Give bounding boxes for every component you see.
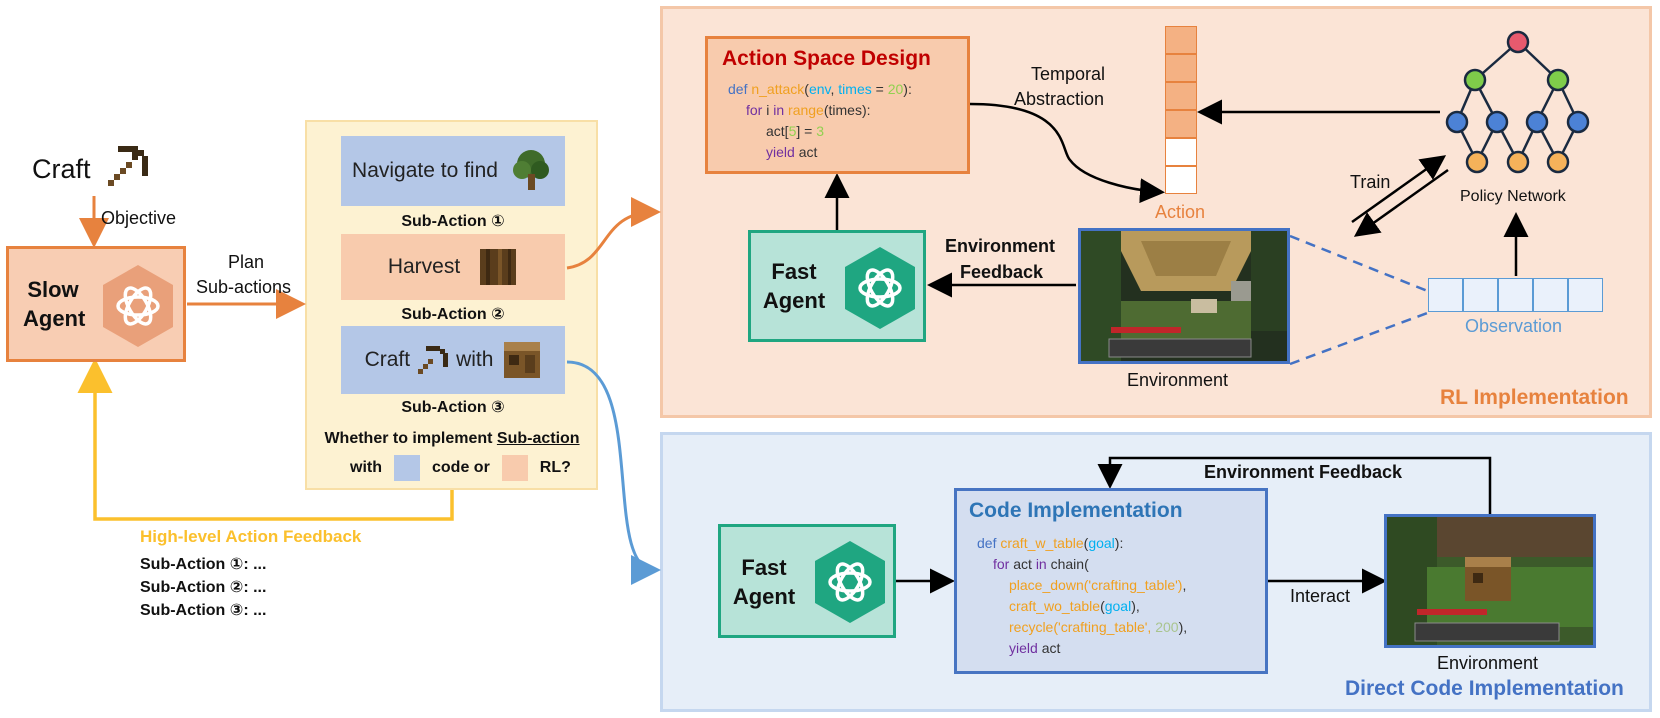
observation-cell — [1428, 278, 1463, 312]
code-implementation-code: def craft_w_table(goal):for act in chain… — [977, 535, 1188, 656]
implementation-legend: with code or RL? — [350, 455, 571, 481]
tree-icon — [512, 150, 549, 190]
observation-label: Observation — [1465, 316, 1563, 336]
rl-branch-arrow — [566, 197, 661, 270]
code-env-feedback-label: Environment Feedback — [1204, 462, 1403, 482]
observation-cell — [1533, 278, 1568, 312]
sub-action-2-text: Harvest — [387, 255, 461, 278]
dashed-line-bottom — [1289, 310, 1431, 366]
temporal-label-2: Abstraction — [1014, 89, 1105, 109]
plan-label-2: Sub-actions — [196, 277, 292, 297]
policy-network-nodes — [1445, 30, 1590, 174]
sub-action-3-box: Craft with — [341, 326, 565, 394]
policy-network-graph — [1455, 41, 1580, 163]
code-branch-arrow — [566, 360, 661, 585]
implementation-question: Whether to implement Sub-action — [324, 430, 580, 447]
code-environment-image — [1384, 514, 1596, 648]
code-implementation-box: Code Implementation def craft_w_table(go… — [954, 488, 1268, 674]
code-implementation-title: Code Implementation — [969, 499, 1183, 522]
observation-cell — [1498, 278, 1533, 312]
fast-agent-code-logo-icon — [815, 541, 885, 623]
env-feedback-label-1: Environment — [945, 236, 1056, 256]
sub-action-2-label: Sub-Action ② — [401, 306, 505, 323]
code-env-feedback-arrow — [1097, 456, 1492, 514]
train-label: Train — [1350, 172, 1391, 192]
craft-label: Craft — [32, 154, 91, 184]
code-panel-title: Direct Code Implementation — [1345, 677, 1624, 700]
sub-action-3-label: Sub-Action ③ — [401, 399, 505, 416]
interact-label: Interact — [1290, 586, 1351, 606]
sub-action-1-text: Navigate to find — [352, 159, 498, 182]
train-arrow-up — [1351, 155, 1447, 224]
action-cell — [1165, 54, 1197, 82]
rl-environment-label: Environment — [1127, 370, 1229, 390]
sub-action-1-box: Navigate to find — [341, 136, 565, 206]
action-space-code: def n_attack(env, times = 20):for i in r… — [728, 81, 912, 160]
pickaxe-icon — [108, 146, 148, 186]
rl-color-swatch — [501, 455, 528, 481]
action-cell — [1165, 110, 1197, 138]
train-arrow-down — [1353, 168, 1449, 237]
feedback-item: Sub-Action ②: ... — [140, 579, 267, 596]
plan-label-1: Plan — [228, 252, 265, 272]
action-space-design-box: Action Space Design def n_attack(env, ti… — [705, 36, 970, 174]
action-label: Action — [1155, 202, 1206, 222]
sub-action-1-label: Sub-Action ① — [401, 213, 505, 230]
sub-action-2-box: Harvest — [341, 234, 565, 300]
action-cell — [1165, 26, 1197, 54]
observation-cell — [1568, 278, 1603, 312]
temporal-label-1: Temporal — [1031, 64, 1106, 84]
env-feedback-label-2: Feedback — [960, 262, 1044, 282]
sub-action-3-text-a: Craft — [364, 348, 411, 371]
action-cell — [1165, 82, 1197, 110]
pickaxe-small-icon — [418, 346, 449, 374]
sub-action-3-text-b: with — [456, 348, 494, 371]
high-level-feedback-title: High-level Action Feedback — [140, 527, 362, 546]
log-icon — [480, 249, 517, 285]
temporal-abstraction-arrow — [969, 102, 1165, 204]
minecraft-scene-icon — [1081, 231, 1287, 361]
code-color-swatch — [394, 455, 420, 481]
rl-environment-image — [1078, 228, 1290, 364]
feedback-item: Sub-Action ①: ... — [140, 556, 267, 573]
objective-label: Objective — [101, 208, 177, 228]
observation-cell — [1463, 278, 1498, 312]
minecraft-crafting-scene-icon — [1387, 517, 1593, 645]
rl-panel-title: RL Implementation — [1440, 386, 1629, 409]
action-cell — [1165, 138, 1197, 166]
fast-agent-logo-icon — [845, 247, 915, 329]
feedback-loop-arrow — [77, 358, 454, 521]
action-cell — [1165, 166, 1197, 194]
feedback-item: Sub-Action ③: ... — [140, 602, 267, 619]
crafting-table-icon — [504, 342, 541, 378]
dashed-line-top — [1289, 234, 1431, 294]
policy-network-label: Policy Network — [1460, 188, 1566, 205]
code-environment-label: Environment — [1437, 653, 1539, 673]
slow-agent-logo-icon — [103, 265, 173, 347]
feedback-list: Sub-Action ①: ... Sub-Action ②: ... Sub-… — [140, 553, 266, 622]
action-space-design-title: Action Space Design — [722, 47, 931, 70]
